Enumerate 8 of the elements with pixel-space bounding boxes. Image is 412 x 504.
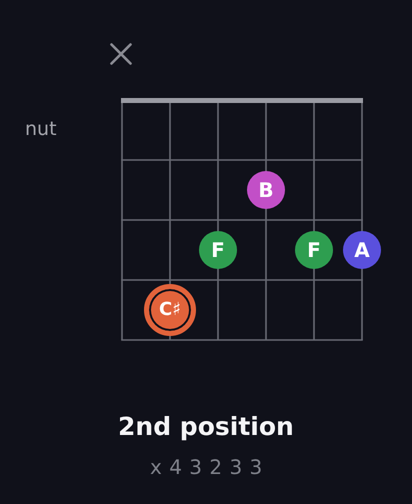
- chord-title: 2nd position: [118, 412, 294, 441]
- nut-label: nut: [25, 118, 57, 140]
- note-dot: A: [343, 231, 381, 269]
- fingering-text: x 4 3 2 3 3: [150, 455, 263, 479]
- note-dot: B: [247, 171, 285, 209]
- note-dot: F: [199, 231, 237, 269]
- root-note-dot: C♯: [144, 284, 196, 336]
- note-dot: F: [295, 231, 333, 269]
